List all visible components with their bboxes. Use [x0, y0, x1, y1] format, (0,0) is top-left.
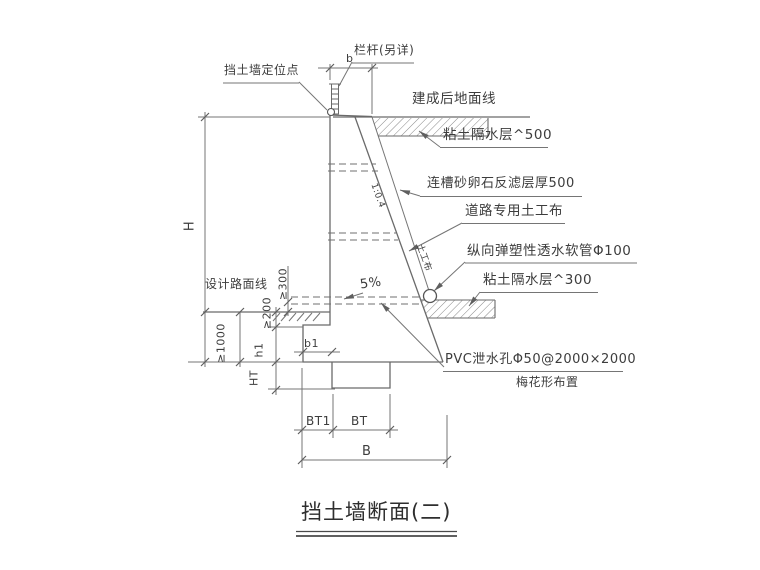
- wall-outline: [203, 114, 530, 389]
- dim-BT1: BT1: [306, 414, 331, 428]
- label-drain-pipe: 纵向弹塑性透水软管Φ100: [467, 243, 632, 259]
- dim-BT: BT: [351, 414, 368, 428]
- label-railing: 栏杆(另详): [354, 43, 415, 57]
- leader-arrowheads: [344, 131, 478, 312]
- dimension-ticks: [200, 63, 452, 465]
- dimension-lines: [188, 64, 448, 468]
- dim-toe-cover: ≥200: [260, 296, 274, 330]
- label-clay-bottom: 粘土隔水层^300: [483, 272, 593, 288]
- dim-footing-height-h1: h1: [252, 342, 266, 358]
- dim-toe-width-b1: b1: [304, 337, 319, 350]
- label-geotextile: 道路专用土工布: [465, 203, 563, 219]
- label-underlines: [223, 62, 637, 372]
- label-clay-top: 粘土隔水层^500: [443, 127, 553, 143]
- label-filter-layer: 连槽砂卵石反滤层厚500: [427, 176, 575, 191]
- dim-wall-height-H: H: [182, 220, 198, 232]
- label-ground-line: 建成后地面线: [412, 91, 496, 107]
- dim-top-width-b: b: [346, 52, 354, 65]
- title-underline: [296, 530, 457, 537]
- drain-pipe-circle: [422, 288, 438, 304]
- positioning-point-marker: [326, 107, 336, 117]
- clay-layer-top-hatch: [372, 118, 489, 137]
- drawing-title: 挡土墙断面(二): [301, 500, 452, 524]
- label-pvc-weep-hole: PVC泄水孔Φ50@2000×2000: [445, 352, 637, 367]
- excavation-line: [371, 116, 433, 301]
- ground-surface-ticks: [272, 312, 321, 322]
- dim-outlet-height: ≥300: [276, 267, 290, 301]
- label-positioning-point: 挡土墙定位点: [224, 63, 300, 77]
- weep-hole-dashed-lines: [291, 163, 421, 305]
- label-design-road-line: 设计路面线: [205, 277, 268, 291]
- label-drain-slope: 5%: [359, 274, 383, 293]
- label-weep-hole-layout: 梅花形布置: [516, 375, 579, 389]
- dim-embed-depth: ≥1000: [214, 323, 228, 363]
- railing-post: [329, 83, 341, 115]
- dim-base-width-B: B: [362, 444, 372, 459]
- dim-key-height-HT: HT: [247, 370, 261, 386]
